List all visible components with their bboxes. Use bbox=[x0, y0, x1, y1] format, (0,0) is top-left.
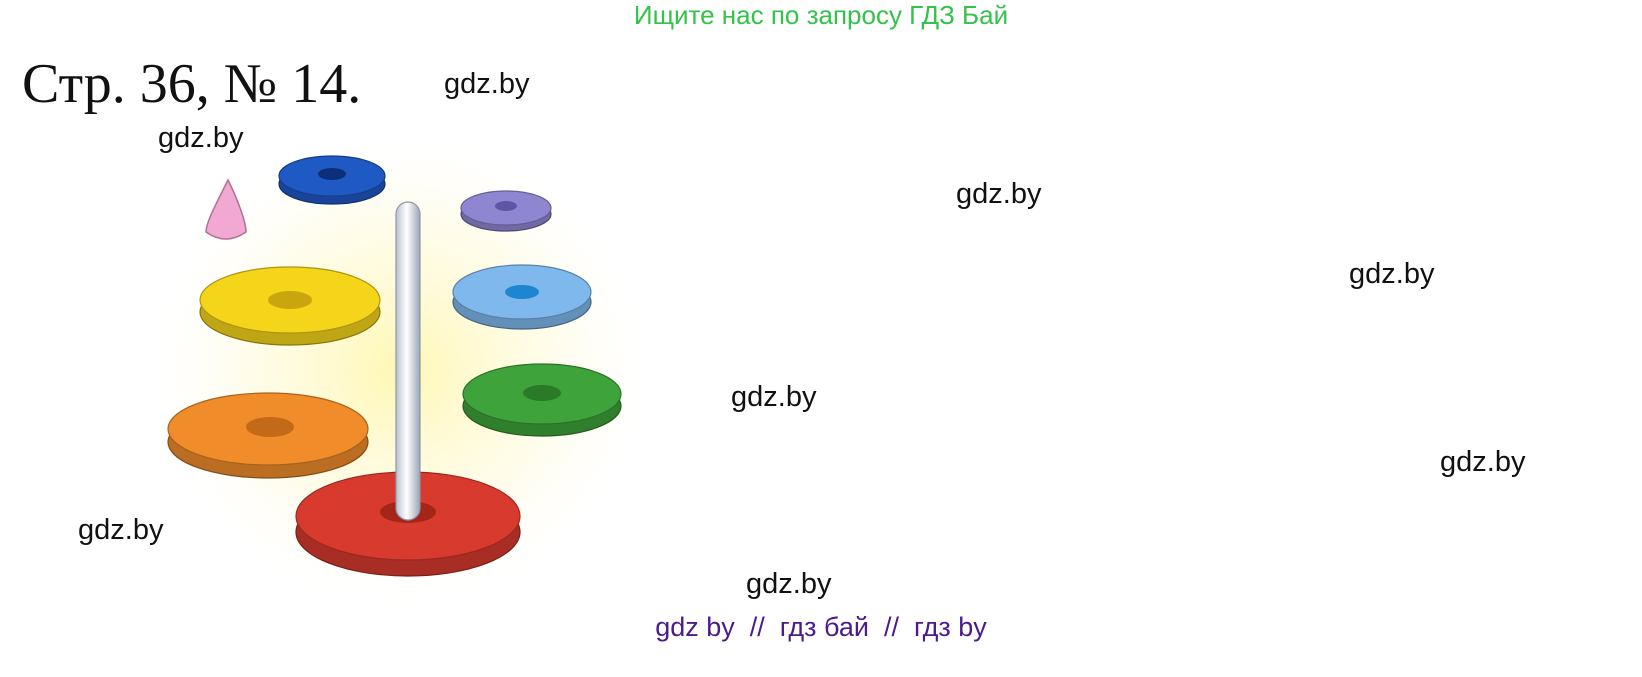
watermark-text: gdz.by bbox=[1440, 446, 1526, 478]
ring-dark-blue bbox=[278, 155, 386, 205]
ring-orange bbox=[167, 392, 369, 479]
ring-yellow bbox=[199, 266, 381, 346]
ring-hole bbox=[523, 385, 561, 401]
ring-green bbox=[462, 363, 622, 437]
ring-hole bbox=[246, 417, 294, 437]
ring-hole bbox=[268, 291, 312, 309]
cone-shape bbox=[205, 178, 247, 240]
watermark-text: gdz.by bbox=[1349, 258, 1435, 290]
center-rod bbox=[395, 201, 421, 521]
ring-lavender bbox=[460, 190, 552, 232]
watermark-text: gdz.by bbox=[746, 568, 832, 600]
ring-hole bbox=[505, 285, 539, 299]
page-title: Стр. 36, № 14. bbox=[22, 53, 362, 115]
ring-hole bbox=[495, 201, 517, 211]
ring-light-blue bbox=[452, 264, 592, 330]
cone-top-piece bbox=[205, 178, 247, 240]
watermark-text: gdz.by bbox=[444, 68, 530, 100]
watermark-text: gdz.by bbox=[78, 514, 164, 546]
footer-watermark-line: gdz by // гдз бай // гдз by bbox=[655, 612, 987, 642]
watermark-text: gdz.by bbox=[956, 178, 1042, 210]
rod-shape bbox=[395, 201, 421, 521]
ring-hole bbox=[318, 168, 346, 180]
watermark-text: gdz.by bbox=[731, 381, 817, 413]
pyramid-toy-illustration bbox=[160, 140, 640, 600]
top-banner[interactable]: Ищите нас по запросу ГДЗ Бай bbox=[633, 0, 1009, 30]
watermark-text: gdz.by bbox=[158, 122, 244, 154]
